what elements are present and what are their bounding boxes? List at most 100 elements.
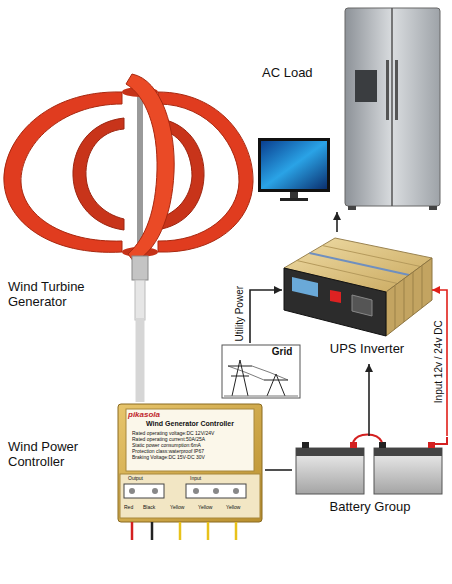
grid-icon-part bbox=[232, 360, 248, 396]
fridge-icon-part bbox=[355, 70, 377, 102]
controller-box-part bbox=[213, 488, 219, 494]
tv-icon-part bbox=[258, 138, 330, 192]
connector bbox=[432, 286, 447, 436]
panel-text: Yellow bbox=[226, 505, 250, 511]
inverter-device-part bbox=[386, 258, 432, 336]
component-label: UPS Inverter bbox=[312, 342, 422, 357]
controller-box-part bbox=[193, 488, 199, 494]
panel-text: Protection class:waterproof IP67 bbox=[132, 449, 250, 455]
fridge-icon-part bbox=[395, 60, 398, 120]
arrow-head bbox=[333, 212, 341, 220]
controller-box-part bbox=[152, 488, 158, 494]
wind-turbine-part bbox=[132, 256, 148, 280]
connector-line bbox=[250, 290, 282, 343]
grid-icon-part bbox=[228, 366, 252, 367]
connector-line bbox=[265, 469, 292, 471]
component-node: Wind Turbine Generator bbox=[0, 0, 196, 318]
inverter-device-part bbox=[395, 286, 396, 329]
battery-pair-part bbox=[302, 442, 309, 448]
panel-text: Rated operating voltage:DC 12V/24V bbox=[132, 431, 250, 437]
arrow-head bbox=[432, 286, 440, 294]
panel-text: pikasola bbox=[128, 410, 188, 419]
inverter-device-part bbox=[422, 265, 423, 308]
panel-text: Yellow bbox=[170, 505, 194, 511]
controller-box-part bbox=[151, 522, 154, 540]
panel-text: Rated operating current:50A/25A bbox=[132, 437, 250, 443]
controller-box-part bbox=[120, 474, 260, 518]
fridge-icon-part bbox=[386, 60, 389, 120]
inverter-device-part bbox=[404, 279, 405, 322]
grid-icon-part bbox=[224, 396, 298, 397]
grid-icon bbox=[222, 345, 300, 398]
panel-text: Black bbox=[143, 505, 165, 511]
inverter-device-part bbox=[413, 272, 414, 315]
controller-box-part bbox=[179, 522, 182, 540]
panel-text: Wind Generator Controller bbox=[128, 420, 252, 428]
controller-box-part bbox=[118, 404, 262, 522]
fridge-icon bbox=[345, 8, 440, 210]
connector-label: Input 12v / 24v DC bbox=[433, 318, 445, 405]
wind-turbine-part bbox=[126, 74, 174, 262]
wind-turbine-part bbox=[137, 92, 143, 252]
arrow-head bbox=[274, 286, 282, 294]
controller-box-part bbox=[235, 522, 238, 540]
grid-icon-part bbox=[264, 380, 288, 381]
controller-box-part bbox=[186, 484, 246, 498]
component-label: Wind Power Controller bbox=[8, 440, 112, 470]
tv-icon bbox=[258, 138, 330, 201]
connector-line bbox=[432, 290, 447, 436]
wind-turbine-part bbox=[4, 92, 122, 252]
component-node: AC Load bbox=[252, 4, 448, 212]
controller-box-part bbox=[207, 522, 210, 540]
battery-pair-part bbox=[296, 448, 364, 494]
component-node: UPS Inverter bbox=[282, 232, 432, 364]
connector bbox=[140, 318, 141, 402]
battery-pair-part bbox=[374, 448, 442, 494]
inverter-device bbox=[284, 238, 432, 336]
controller-box-part bbox=[126, 409, 254, 471]
panel-text: Yellow bbox=[198, 505, 222, 511]
tv-icon-part bbox=[280, 198, 308, 201]
panel-text: Static power consumption:6mA bbox=[132, 443, 250, 449]
fridge-icon-part bbox=[345, 8, 440, 206]
inverter-device-part bbox=[322, 246, 420, 267]
controller-box-part bbox=[131, 522, 134, 540]
battery-pair-part bbox=[350, 442, 357, 448]
battery-pair bbox=[296, 435, 447, 495]
controller-box-part bbox=[124, 484, 164, 498]
arrow-head bbox=[365, 364, 373, 372]
inverter-device-part bbox=[352, 295, 372, 316]
battery-pair-part bbox=[379, 442, 386, 448]
battery-pair-part bbox=[353, 435, 382, 443]
inverter-device-part bbox=[284, 268, 386, 336]
fridge-icon-part bbox=[429, 206, 437, 210]
panel-text: Red bbox=[124, 505, 142, 511]
controller-box-part bbox=[233, 488, 239, 494]
wind-turbine-part bbox=[135, 280, 145, 320]
inverter-device-part bbox=[310, 253, 410, 275]
inverter-device-part bbox=[292, 277, 318, 297]
connector bbox=[365, 364, 373, 436]
wind-turbine bbox=[4, 74, 253, 320]
panel-text: Output bbox=[128, 476, 158, 482]
grid-icon-part bbox=[231, 376, 249, 377]
battery-pair-part bbox=[374, 448, 442, 456]
component-label: AC Load bbox=[262, 66, 342, 81]
fridge-icon-part bbox=[348, 206, 356, 210]
connector bbox=[333, 212, 341, 232]
panel-text: Input bbox=[190, 476, 220, 482]
connector-label: Utility Power bbox=[234, 284, 246, 344]
battery-pair-part bbox=[433, 437, 447, 444]
connector-line bbox=[136, 318, 145, 402]
tv-icon-part bbox=[290, 192, 298, 198]
component-label: Grid bbox=[266, 346, 298, 358]
inverter-device-part bbox=[330, 290, 341, 303]
controller-box-part bbox=[129, 488, 135, 494]
controller-box bbox=[118, 404, 262, 540]
component-label: Battery Group bbox=[292, 500, 448, 515]
wind-turbine-part bbox=[73, 118, 124, 230]
component-node: Battery Group bbox=[292, 436, 448, 520]
connector bbox=[265, 470, 292, 471]
fridge-icon-part bbox=[391, 8, 393, 206]
